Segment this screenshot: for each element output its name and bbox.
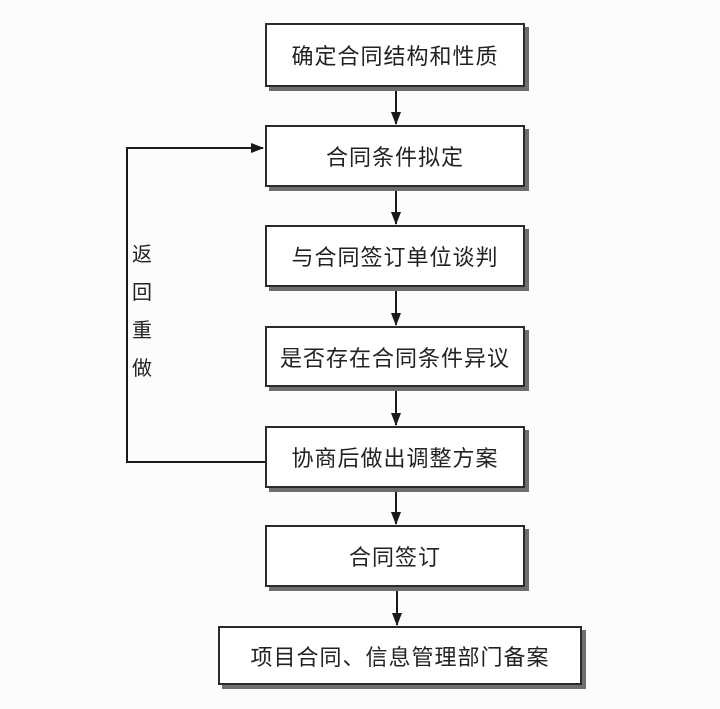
feedback-loop-label: 返 回 重 做 <box>130 238 154 381</box>
loop-label-char: 返 <box>132 242 152 266</box>
flow-node-label: 确定合同结构和性质 <box>291 45 499 70</box>
flow-node-label: 是否存在合同条件异议 <box>279 346 510 372</box>
feedback-loop-n5-n2 <box>126 143 266 463</box>
flow-node-label: 项目合同、信息管理部门备案 <box>250 645 550 671</box>
flow-node-sign-contract: 合同签订 <box>265 525 525 587</box>
flow-node-draft-conditions: 合同条件拟定 <box>265 125 525 187</box>
flow-node-label: 合同条件拟定 <box>325 146 464 171</box>
loop-label-char: 回 <box>132 280 152 304</box>
flow-node-filing: 项目合同、信息管理部门备案 <box>218 626 582 685</box>
flow-node-label: 合同签订 <box>348 546 441 571</box>
flow-node-objection-check: 是否存在合同条件异议 <box>265 326 525 387</box>
loop-label-char: 重 <box>132 318 152 342</box>
flow-node-adjustment-plan: 协商后做出调整方案 <box>265 426 525 488</box>
flow-node-determine-structure: 确定合同结构和性质 <box>265 23 525 87</box>
loop-label-char: 做 <box>132 356 152 380</box>
flow-node-label: 协商后做出调整方案 <box>291 447 499 472</box>
flow-node-negotiate: 与合同签订单位谈判 <box>265 225 525 287</box>
flow-node-label: 与合同签订单位谈判 <box>291 246 499 271</box>
